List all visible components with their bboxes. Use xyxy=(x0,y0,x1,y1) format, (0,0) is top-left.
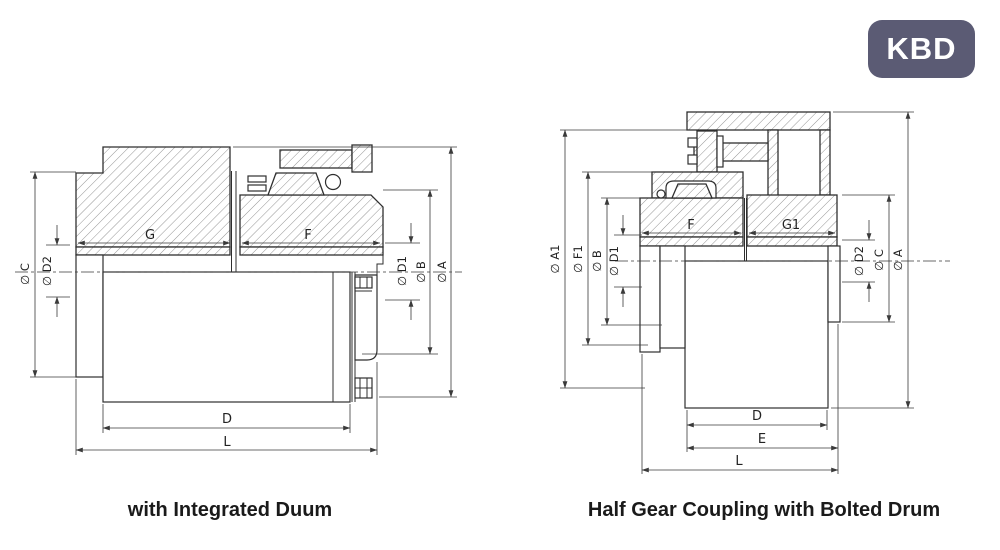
left-diagram-dimensions xyxy=(30,146,457,455)
left-diagram-geometry xyxy=(15,144,462,403)
right-gear-band-f xyxy=(639,236,744,247)
dia-label-f1: ∅ F1 xyxy=(571,245,585,273)
dia-label-a: ∅ A xyxy=(891,249,905,271)
dim-label-l: L xyxy=(223,435,231,450)
kbd-logo: KBD xyxy=(868,20,975,78)
right-drum-body xyxy=(684,260,829,409)
dia-label-a1: ∅ A1 xyxy=(548,245,562,274)
dia-label-b: ∅ B xyxy=(414,261,428,283)
right-diagram-geometry xyxy=(615,111,950,409)
dim-label-f: F xyxy=(304,228,311,243)
right-bolt-nut xyxy=(696,130,718,173)
right-right-sleeve xyxy=(827,245,841,323)
dim-label-d: D xyxy=(222,412,232,427)
right-gear-band-g1 xyxy=(746,236,838,247)
dia-label-d2: ∅ D2 xyxy=(852,246,866,276)
right-diagram: F G1 D E L ∅ A1 ∅ F1 ∅ B ∅ D1 ∅ D2 ∅ C ∅… xyxy=(548,111,950,474)
dim-label-g1: G1 xyxy=(782,218,800,233)
right-diagram-dimensions xyxy=(560,111,914,474)
left-drum-body xyxy=(102,271,351,403)
left-hub-f-section xyxy=(239,194,384,248)
right-hub-f-main xyxy=(639,197,744,238)
right-diagram-caption: Half Gear Coupling with Bolted Drum xyxy=(587,499,941,521)
left-ball-element xyxy=(324,173,342,191)
left-diagram: G F D L ∅ C ∅ D2 ∅ D1 ∅ B ∅ A xyxy=(15,144,462,455)
left-diagram-caption: with Integrated Duum xyxy=(127,499,333,521)
right-ball-element xyxy=(656,189,666,199)
left-seal-ring-2 xyxy=(247,184,267,192)
left-bolt-shaft xyxy=(279,149,353,169)
right-drum-wall xyxy=(819,129,831,196)
dim-label-f: F xyxy=(687,218,694,233)
left-bolt-head xyxy=(351,144,373,173)
dim-label-e: E xyxy=(758,432,766,447)
right-hub-g1-main xyxy=(746,194,838,238)
right-left-flange xyxy=(639,245,661,353)
right-left-sleeve xyxy=(659,245,686,349)
dim-label-g: G xyxy=(145,228,155,243)
left-seal-hump xyxy=(267,172,325,196)
dia-label-d1: ∅ D1 xyxy=(395,256,409,286)
kbd-logo-text: KBD xyxy=(886,31,957,66)
dim-label-d: D xyxy=(752,409,762,424)
right-bolt-washer xyxy=(716,135,724,168)
dia-label-d2: ∅ D2 xyxy=(40,256,54,286)
left-flange xyxy=(75,254,104,378)
left-gear-band-g xyxy=(75,246,231,256)
left-diagram-labels: G F D L ∅ C ∅ D2 ∅ D1 ∅ B ∅ A xyxy=(18,228,449,450)
dim-label-l: L xyxy=(735,454,743,469)
right-bolt-stub-2 xyxy=(687,154,698,165)
dia-label-c: ∅ C xyxy=(872,249,886,271)
right-bolt-stub-1 xyxy=(687,137,698,148)
left-seal-ring-1 xyxy=(247,175,267,183)
dia-label-d1: ∅ D1 xyxy=(607,246,621,276)
right-drum-top-bar xyxy=(686,111,831,131)
dia-label-a: ∅ A xyxy=(435,261,449,283)
left-right-flange xyxy=(354,274,378,361)
left-band-step xyxy=(376,255,384,275)
left-top-bolt xyxy=(354,276,373,289)
dia-label-c: ∅ C xyxy=(18,263,32,285)
dia-label-b: ∅ B xyxy=(590,250,604,272)
left-gear-band-f xyxy=(239,246,384,256)
right-diagram-labels: F G1 D E L ∅ A1 ∅ F1 ∅ B ∅ D1 ∅ D2 ∅ C ∅… xyxy=(548,218,905,469)
right-drum-web-plate xyxy=(767,129,779,199)
right-seal-hump xyxy=(671,183,713,199)
